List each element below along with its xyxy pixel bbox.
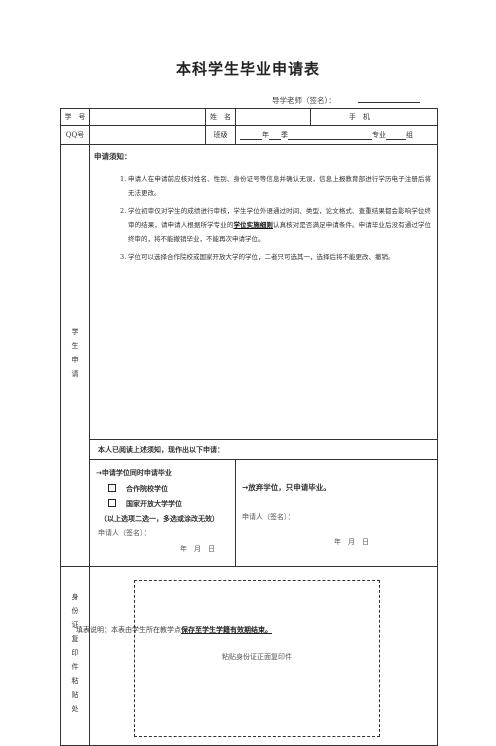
form-title: 本科学生毕业申请表 xyxy=(175,60,320,78)
idcard-paste-area[interactable]: 粘贴身份证正面复印件 xyxy=(134,580,380,737)
applicant-side-label-cell: 学生申请 xyxy=(60,144,90,567)
notice-item-2: 2. 学位初审仅对学生的成绩进行审核，学生学位外语通过时间、类型，论文格式、查重… xyxy=(120,207,432,243)
advisor-signature-label: 导学老师（签名）： xyxy=(272,96,336,105)
application-form-table: 学 号 姓 名 手 机 QQ号 班级 年 季 专业 组 学生申请 申请须知： 1. 申… xyxy=(60,108,438,746)
choice-note: （以上选项二选一，多选或涂改无效） xyxy=(100,515,219,523)
qq-field[interactable] xyxy=(89,125,206,145)
advisor-signature-field[interactable] xyxy=(358,102,420,103)
idcard-paste-cell: 粘贴身份证正面复印件 xyxy=(89,566,438,746)
notice-item-3: 3. 学位可以选择合作院校或国家开放大学的学位，二者只可选其一，选择后将不能更改… xyxy=(120,253,395,261)
left-date-label[interactable]: 年 月 日 xyxy=(180,545,215,553)
group-label: 组 xyxy=(406,131,413,139)
class-field[interactable]: 年 季 专业 组 xyxy=(235,125,438,145)
season-label: 季 xyxy=(281,131,288,139)
footer-emphasis: 保存至学生学籍有效期结束。 xyxy=(181,625,272,634)
read-statement: 本人已阅读上述须知，现作出以下申请： xyxy=(89,439,438,460)
qq-label: QQ号 xyxy=(60,125,90,145)
ouc-degree-checkbox[interactable] xyxy=(108,499,116,507)
year-label: 年 xyxy=(262,131,269,139)
major-label: 专业 xyxy=(372,131,386,139)
option-left-heading: →申请学位同时申请毕业 xyxy=(96,469,172,477)
idcard-side-label: 身份证复印件粘贴处 xyxy=(71,593,79,719)
left-signature-label[interactable]: 申请人（签名）： xyxy=(98,529,151,537)
student-id-field[interactable] xyxy=(89,108,206,126)
degree-rules-highlight: 学位实施细则 xyxy=(233,221,273,229)
option-graduation-only[interactable]: →放弃学位，只申请毕业。 申请人（签名）： 年 月 日 xyxy=(235,459,438,567)
idcard-side-label-cell: 身份证复印件粘贴处 xyxy=(60,566,90,746)
option-degree-and-graduation[interactable]: →申请学位同时申请毕业 合作院校学位 国家开放大学学位 （以上选项二选一，多选或… xyxy=(89,459,236,567)
right-date-label[interactable]: 年 月 日 xyxy=(334,538,369,546)
partner-degree-checkbox[interactable] xyxy=(108,484,116,492)
applicant-side-label: 学生申请 xyxy=(71,327,79,384)
notice-title: 申请须知： xyxy=(94,152,132,161)
option-right-heading: →放弃学位，只申请毕业。 xyxy=(242,483,331,492)
class-label: 班级 xyxy=(205,125,236,145)
phone-cell[interactable]: 手 机 xyxy=(310,108,438,126)
partner-degree-option[interactable]: 合作院校学位 xyxy=(108,484,168,494)
ouc-degree-option[interactable]: 国家开放大学学位 xyxy=(108,499,182,509)
name-field[interactable] xyxy=(235,108,311,126)
idcard-paste-label: 粘贴身份证正面复印件 xyxy=(222,653,292,661)
right-signature-label[interactable]: 申请人（签名）： xyxy=(242,513,295,521)
notice-section: 申请须知： 1. 申请人在申请前应核对姓名、性别、身份证号等信息并确认无误，信息… xyxy=(89,144,438,440)
notice-item-1: 1. 申请人在申请前应核对姓名、性别、身份证号等信息并确认无误，信息上报教育部进… xyxy=(120,175,431,197)
name-label: 姓 名 xyxy=(205,108,236,126)
phone-label: 手 机 xyxy=(349,113,370,121)
student-id-label: 学 号 xyxy=(60,108,90,126)
footer-note: 填表说明：本表由学生所在教学点保存至学生学籍有效期结束。 xyxy=(76,625,272,634)
